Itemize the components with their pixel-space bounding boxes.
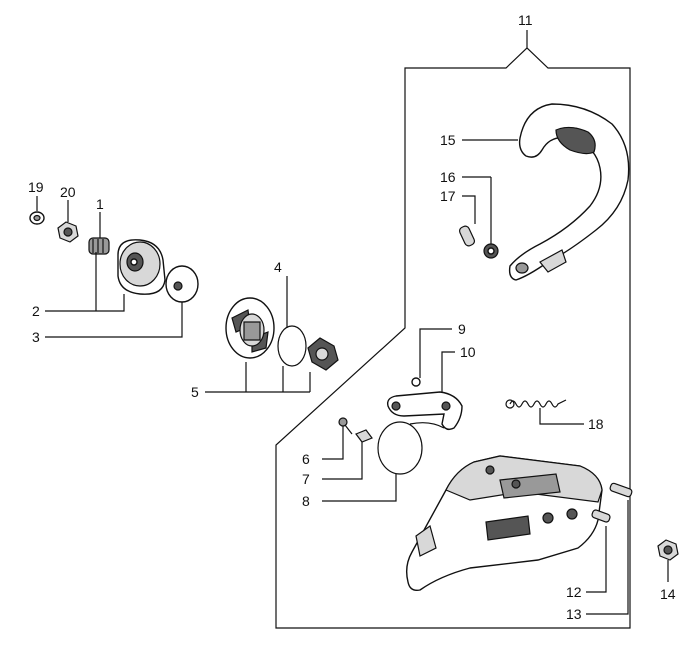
- pivot-bushing-part-16: [483, 243, 499, 259]
- spring-ring-part-4: [277, 325, 307, 367]
- washer-part-19: [29, 211, 45, 225]
- leader-17: [462, 195, 476, 224]
- brake-lever-part-10: [386, 391, 463, 431]
- pivot-pin-part-17: [458, 225, 476, 247]
- leader-3: [45, 302, 183, 338]
- label-13: 13: [566, 606, 582, 622]
- label-12: 12: [566, 584, 582, 600]
- leader-12: [586, 526, 607, 593]
- label-19: 19: [28, 179, 44, 195]
- front-handguard-part-15: [508, 103, 630, 281]
- label-17: 17: [440, 188, 456, 204]
- leader-6: [322, 426, 344, 460]
- sprocket-cover: [405, 455, 603, 592]
- nut-part-20: [57, 221, 79, 243]
- label-2: 2: [32, 303, 40, 319]
- leader-10: [441, 351, 455, 392]
- label-11: 11: [518, 12, 533, 28]
- needle-bearing-part-1: [88, 237, 110, 255]
- assembly-outline: [275, 47, 631, 629]
- label-6: 6: [302, 451, 310, 467]
- clutch-hub: [307, 337, 339, 371]
- nut-part-14: [657, 539, 679, 561]
- leader-7: [322, 442, 363, 480]
- label-1: 1: [96, 196, 104, 212]
- label-4: 4: [274, 259, 282, 275]
- label-9: 9: [458, 321, 466, 337]
- leader-2: [45, 252, 125, 312]
- bolt-part-13: [609, 482, 633, 498]
- label-15: 15: [440, 132, 456, 148]
- brake-band-part-8: [377, 421, 445, 475]
- bolt-part-12: [591, 509, 611, 523]
- label-18: 18: [588, 416, 604, 432]
- label-7: 7: [302, 471, 310, 487]
- clutch-drum: [117, 239, 166, 295]
- label-14: 14: [660, 586, 676, 602]
- nut-part-9: [411, 377, 421, 387]
- spring-part-18: [505, 399, 567, 409]
- clutch-shoes: [225, 297, 275, 359]
- rim-disc-part-3: [165, 265, 199, 303]
- clip-part-7: [355, 429, 373, 443]
- leader-8: [322, 474, 397, 502]
- leader-13: [586, 500, 629, 615]
- leader-5: [205, 362, 311, 393]
- screw-part-6: [338, 417, 353, 435]
- label-3: 3: [32, 329, 40, 345]
- leader-9: [419, 328, 452, 378]
- label-20: 20: [60, 184, 76, 200]
- label-8: 8: [302, 493, 310, 509]
- label-5: 5: [191, 384, 199, 400]
- label-10: 10: [460, 344, 476, 360]
- label-16: 16: [440, 169, 456, 185]
- leader-18: [539, 408, 584, 425]
